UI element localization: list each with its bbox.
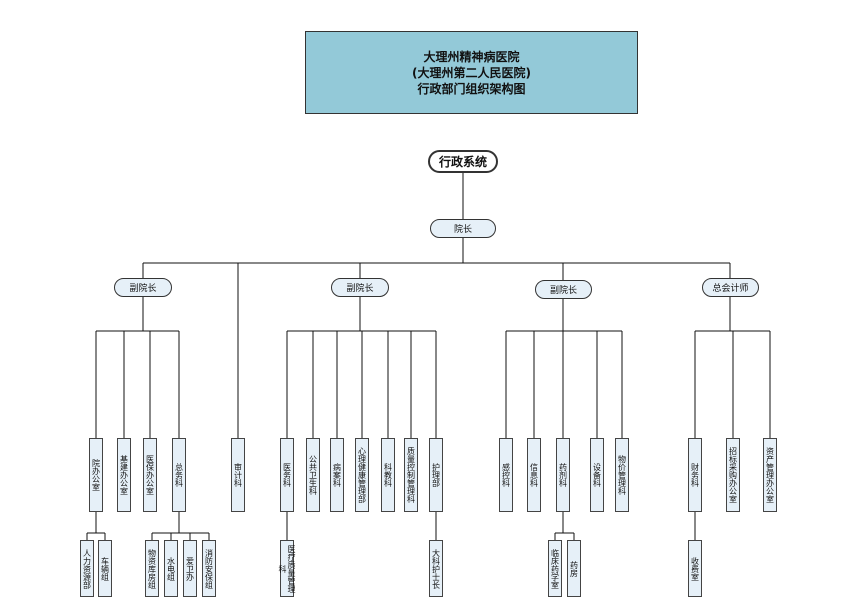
unit-fire-security: 消防安保组 [202, 540, 216, 597]
dept-general-affairs: 总务科 [172, 438, 186, 512]
node-vice-president-2: 副院长 [331, 278, 389, 297]
dept-pricing: 物价管理科 [615, 438, 629, 512]
node-president: 院长 [430, 219, 496, 238]
dept-equipment: 设备科 [590, 438, 604, 512]
unit-clinical-pharmacy: 临床药学室 [548, 540, 562, 597]
unit-dispensary: 药房 [567, 540, 581, 597]
dept-medical-insurance-office: 医保办公室 [143, 438, 157, 512]
node-vice-president-3: 副院长 [535, 280, 592, 299]
title-line-1: 大理州精神病医院 [423, 49, 520, 64]
dept-nursing: 护理部 [429, 438, 443, 512]
dept-public-health: 公共卫生科 [306, 438, 320, 512]
title-line-3: 行政部门组织架构图 [417, 81, 526, 96]
dept-science-education: 科教科 [381, 438, 395, 512]
dept-quality-control: 质量控制管理科 [404, 438, 418, 512]
unit-medical-quality: 医疗质量管理科 [278, 540, 296, 597]
unit-vehicles: 车辆组 [98, 540, 112, 597]
unit-human-resources: 人力资源部 [80, 540, 94, 597]
node-chief-accountant: 总会计师 [702, 278, 759, 297]
dept-audit: 审计科 [231, 438, 245, 512]
dept-construction-office: 基建办公室 [117, 438, 131, 512]
node-vice-president-1: 副院长 [114, 278, 172, 297]
title-line-2: (大理州第二人民医院) [412, 65, 531, 80]
dept-president-office: 院办公室 [89, 438, 103, 512]
dept-asset-management-office: 资产管理办公室 [763, 438, 777, 512]
dept-finance: 财务科 [688, 438, 702, 512]
dept-infection-control: 感控科 [499, 438, 513, 512]
unit-sanitation-office: 爱卫办 [183, 540, 197, 597]
chart-title-box: 大理州精神病医院 (大理州第二人民医院) 行政部门组织架构图 [305, 31, 638, 114]
dept-medical-records: 病案科 [330, 438, 344, 512]
dept-mental-health: 心理健康管理部 [355, 438, 369, 512]
dept-medical-affairs: 医务科 [280, 438, 294, 512]
unit-warehouse: 物资库房组 [145, 540, 159, 597]
dept-procurement-office: 招标采购办公室 [726, 438, 740, 512]
node-root: 行政系统 [428, 150, 498, 173]
unit-water-electric: 水电组 [164, 540, 178, 597]
dept-pharmacy: 药剂科 [556, 438, 570, 512]
dept-information: 信息科 [527, 438, 541, 512]
unit-cashier: 收费室 [688, 540, 702, 597]
unit-head-nurse: 大科护士长 [429, 540, 443, 597]
